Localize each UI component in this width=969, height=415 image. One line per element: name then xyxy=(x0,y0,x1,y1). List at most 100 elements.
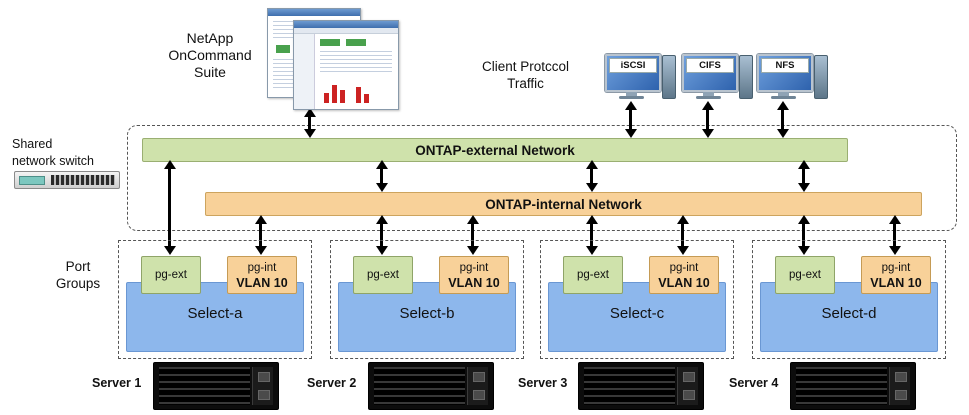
vlan-label: VLAN 10 xyxy=(448,276,500,290)
monitor-stand xyxy=(703,92,714,96)
rack-slots xyxy=(796,367,887,405)
client-traffic-line-2: Traffic xyxy=(507,76,544,91)
node-group-d: Select-d pg-ext pg-int VLAN 10 xyxy=(752,240,946,359)
rack-slots xyxy=(159,367,250,405)
pg-int-label: pg-int xyxy=(247,262,277,274)
external-network-label: ONTAP-external Network xyxy=(415,142,575,158)
pg-int-label: pg-int xyxy=(881,262,911,274)
oncommand-screenshot-front xyxy=(293,20,399,110)
node-group-c: Select-c pg-ext pg-int VLAN 10 xyxy=(540,240,734,359)
arrow-cifs-external xyxy=(706,110,709,129)
computer-tower-icon xyxy=(814,55,828,99)
pg-int-label: pg-int xyxy=(669,262,699,274)
client-protocol-label: CIFS xyxy=(686,58,734,73)
monitor-stand xyxy=(778,92,789,96)
client-cifs: CIFS xyxy=(682,54,753,102)
client-traffic-line-1: Client Protccol xyxy=(481,59,570,74)
pg-ext-box: pg-ext xyxy=(775,256,835,294)
screenshot-green-block xyxy=(346,39,366,46)
shared-switch-label: Shared network switch xyxy=(12,136,122,170)
arrow-internal-pgint-b xyxy=(471,224,474,246)
arrow-internal-pgext-c xyxy=(590,224,593,246)
pg-ext-label: pg-ext xyxy=(155,269,187,281)
ontap-internal-network-bar: ONTAP-internal Network xyxy=(205,192,922,216)
rack-slots xyxy=(374,367,465,405)
pg-ext-box: pg-ext xyxy=(141,256,201,294)
server-label-1: Server 1 xyxy=(92,376,142,390)
node-group-a: Select-a pg-ext pg-int VLAN 10 xyxy=(118,240,312,359)
window-side-panel xyxy=(294,34,315,109)
client-nfs: NFS xyxy=(757,54,828,102)
vlan-label: VLAN 10 xyxy=(870,276,922,290)
monitor-stand xyxy=(626,92,637,96)
arrow-internal-pgint-d xyxy=(893,224,896,246)
arrow-internal-pgint-c xyxy=(681,224,684,246)
monitor-icon: iSCSI xyxy=(605,54,661,92)
screenshot-bar-chart xyxy=(340,90,345,103)
network-switch-icon xyxy=(14,171,120,189)
pg-int-label: pg-int xyxy=(459,262,489,274)
client-protocol-label: iSCSI xyxy=(609,58,657,73)
node-name: Select-c xyxy=(609,305,665,322)
arrow-external-internal-c xyxy=(590,169,593,183)
server-rack-3 xyxy=(578,362,704,410)
network-boundary xyxy=(127,125,957,231)
computer-tower-icon xyxy=(662,55,676,99)
node-name: Select-a xyxy=(187,305,243,322)
server-rack-1 xyxy=(153,362,279,410)
internal-network-label: ONTAP-internal Network xyxy=(485,196,642,212)
pg-ext-box: pg-ext xyxy=(353,256,413,294)
monitor-base xyxy=(771,96,796,99)
client-traffic-label: Client Protccol Traffic xyxy=(468,58,583,92)
ontap-external-network-bar: ONTAP-external Network xyxy=(142,138,848,162)
oncommand-line-3: Suite xyxy=(194,64,226,80)
screenshot-bar-chart xyxy=(356,87,361,103)
window-menubar xyxy=(294,28,398,34)
pg-int-box: pg-int VLAN 10 xyxy=(227,256,297,294)
switch-ports xyxy=(51,175,115,185)
screenshot-text-lines xyxy=(320,51,392,73)
screenshot-bar-chart xyxy=(332,85,337,103)
arrow-oncommand-external xyxy=(308,117,311,129)
rack-side-panel xyxy=(252,367,273,405)
rack-side-panel xyxy=(889,367,910,405)
pg-int-box: pg-int VLAN 10 xyxy=(439,256,509,294)
rack-side-panel xyxy=(677,367,698,405)
client-protocol-label: NFS xyxy=(761,58,809,73)
arrow-iscsi-external xyxy=(629,110,632,129)
client-iscsi: iSCSI xyxy=(605,54,676,102)
port-groups-line-2: Groups xyxy=(55,276,101,291)
server-label-3: Server 3 xyxy=(518,376,568,390)
arrow-internal-pgext-b xyxy=(380,224,383,246)
switch-display xyxy=(19,176,45,185)
node-name: Select-d xyxy=(821,305,877,322)
computer-tower-icon xyxy=(739,55,753,99)
oncommand-suite-label: NetApp OnCommand Suite xyxy=(150,30,270,81)
server-rack-2 xyxy=(368,362,494,410)
server-rack-4 xyxy=(790,362,916,410)
screenshot-bar-chart xyxy=(364,94,369,103)
pg-ext-label: pg-ext xyxy=(367,269,399,281)
monitor-base xyxy=(696,96,721,99)
arrow-external-pgext-a xyxy=(168,169,171,246)
rack-side-panel xyxy=(467,367,488,405)
monitor-base xyxy=(619,96,644,99)
monitor-icon: CIFS xyxy=(682,54,738,92)
pg-ext-label: pg-ext xyxy=(577,269,609,281)
arrow-external-internal-d xyxy=(802,169,805,183)
arrow-external-internal-b xyxy=(380,169,383,183)
switch-label-line-2: network switch xyxy=(12,154,94,168)
pg-int-box: pg-int VLAN 10 xyxy=(861,256,931,294)
port-groups-label: Port Groups xyxy=(42,258,114,292)
arrow-internal-pgext-d xyxy=(802,224,805,246)
pg-ext-label: pg-ext xyxy=(789,269,821,281)
oncommand-line-2: OnCommand xyxy=(168,47,252,63)
node-group-b: Select-b pg-ext pg-int VLAN 10 xyxy=(330,240,524,359)
vlan-label: VLAN 10 xyxy=(236,276,288,290)
monitor-icon: NFS xyxy=(757,54,813,92)
vlan-label: VLAN 10 xyxy=(658,276,710,290)
screenshot-green-block xyxy=(320,39,340,46)
switch-label-line-1: Shared xyxy=(12,137,53,151)
arrow-nfs-external xyxy=(781,110,784,129)
